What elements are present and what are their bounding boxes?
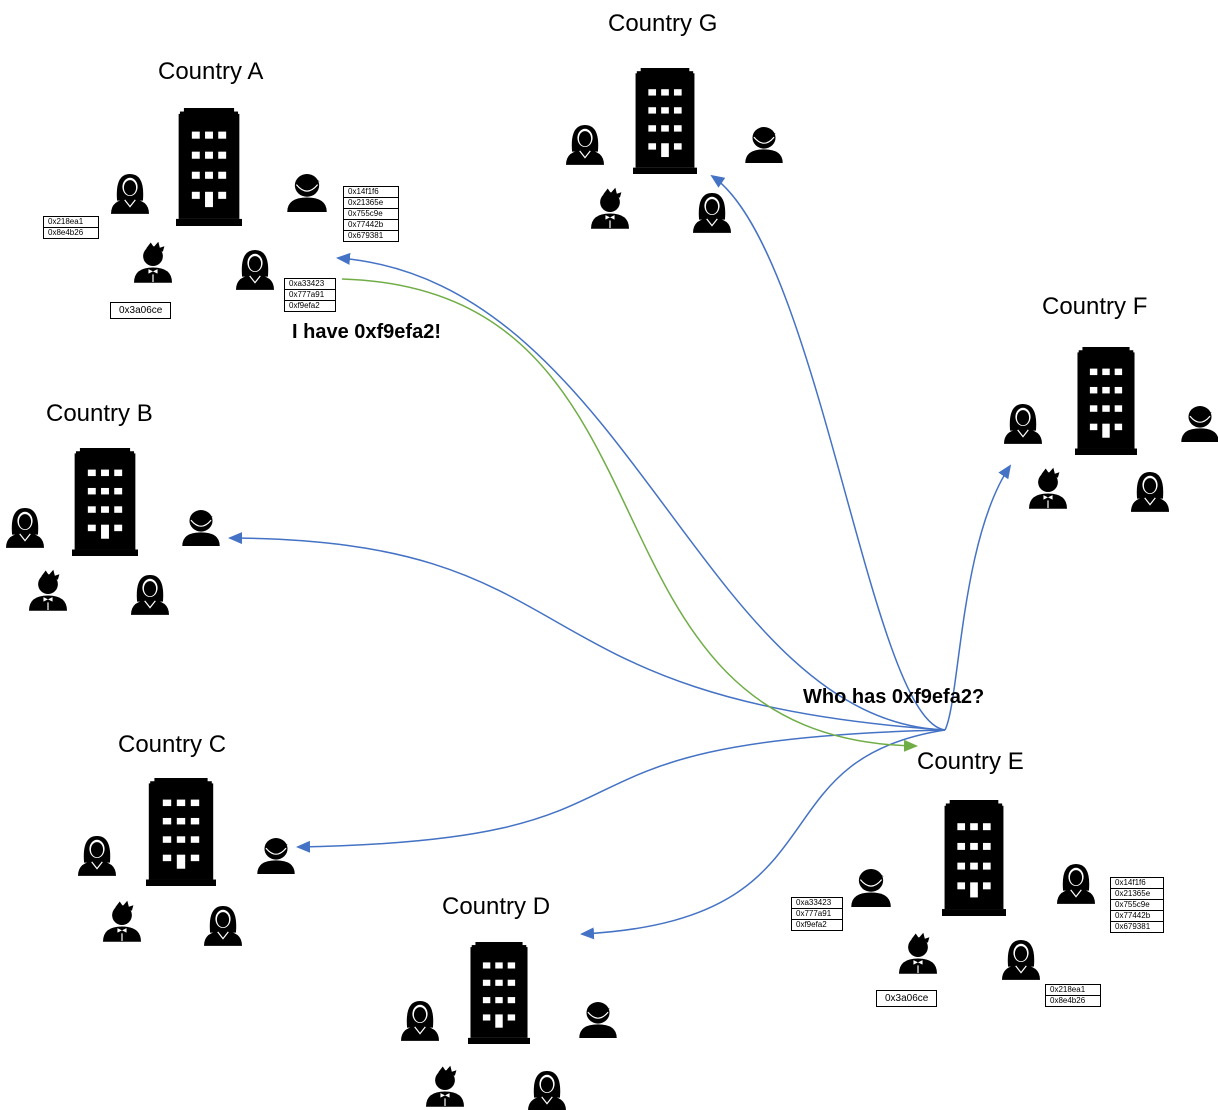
query-arrow-to-country-a [336,252,946,731]
id-entry: 0x679381 [1115,922,1151,931]
country-a-id-list-3: 0xa33423 0x777a91 0xf9efa2 [284,278,336,312]
query-arrow-to-country-c [296,729,946,853]
reply-message: I have 0xf9efa2! [292,321,441,343]
id-entry: 0xf9efa2 [796,920,827,929]
woman-icon [1131,472,1169,512]
id-entry: 0x77442b [344,220,398,231]
building-icon [1075,347,1137,455]
woman-icon [6,508,44,548]
query-arrow-to-country-g [710,174,946,731]
woman-icon [1057,864,1095,904]
woman-icon [111,174,149,214]
man-bowtie-icon [1029,467,1067,509]
id-entry: 0x218ea1 [1046,985,1100,996]
country-a-id-single: 0x3a06ce [110,302,172,319]
woman-icon [1002,940,1040,980]
query-arrow-to-country-f [944,464,1012,731]
woman-icon [236,250,274,290]
country-g-title: Country G [608,10,718,37]
man-bowtie-icon [134,241,172,283]
woman-icon [204,906,242,946]
man-bowtie-icon [426,1065,464,1107]
building-icon [146,778,216,886]
id-entry: 0x21365e [344,198,398,209]
building-icon [942,800,1006,916]
man-icon [257,838,295,874]
man-icon [579,1002,617,1038]
country-e-title: Country E [917,748,1024,775]
woman-icon [566,125,604,165]
man-icon [287,174,327,212]
id-entry: 0x8e4b26 [1050,996,1086,1005]
woman-icon [401,1001,439,1041]
woman-icon [131,575,169,615]
id-entry: 0x77442b [1111,911,1163,922]
id-entry: 0xa33423 [792,898,842,909]
query-arrow-to-country-b [228,532,946,731]
man-bowtie-icon [103,900,141,942]
country-a-id-list-5: 0x14f1f6 0x21365e 0x755c9e 0x77442b 0x67… [343,186,399,242]
id-entry: 0x755c9e [1111,900,1163,911]
building-icon [468,942,530,1044]
country-e-id-list-5: 0x14f1f6 0x21365e 0x755c9e 0x77442b 0x67… [1110,877,1164,933]
man-icon [851,869,891,907]
country-a-title: Country A [158,58,264,85]
country-c-title: Country C [118,731,227,758]
building-icon [633,68,697,174]
query-arrow-to-country-d [580,729,946,940]
id-entry: 0x777a91 [285,290,335,301]
id-entry: 0x755c9e [344,209,398,220]
id-entry: 0x14f1f6 [344,187,398,198]
id-entry: 0xf9efa2 [289,301,320,310]
building-icon [176,108,242,226]
country-b-title: Country B [46,400,153,427]
query-message: Who has 0xf9efa2? [803,686,985,708]
woman-icon [528,1071,566,1110]
id-entry: 0x8e4b26 [48,228,84,237]
country-e-id-list-3: 0xa33423 0x777a91 0xf9efa2 [791,897,843,931]
id-entry: 0xa33423 [285,279,335,290]
id-entry: 0x679381 [348,231,384,240]
country-f-title: Country F [1042,293,1148,320]
man-bowtie-icon [591,187,629,229]
man-icon [745,127,783,163]
man-bowtie-icon [899,932,937,974]
country-d-title: Country D [442,893,551,920]
country-e-id-single: 0x3a06ce [876,990,938,1007]
woman-icon [78,836,116,876]
country-e-id-list-2: 0x218ea1 0x8e4b26 [1045,984,1101,1007]
id-entry: 0x21365e [1111,889,1163,900]
country-a-id-list-2: 0x218ea1 0x8e4b26 [43,216,99,239]
man-bowtie-icon [29,569,67,611]
reply-arrow-to-country-e [341,278,918,752]
man-icon [182,510,220,546]
id-entry: 0x777a91 [792,909,842,920]
woman-icon [1004,404,1042,444]
id-entry: 0x14f1f6 [1111,878,1163,889]
man-icon [1181,406,1218,442]
id-entry: 0x218ea1 [44,217,98,228]
building-icon [72,448,138,556]
woman-icon [693,193,731,233]
